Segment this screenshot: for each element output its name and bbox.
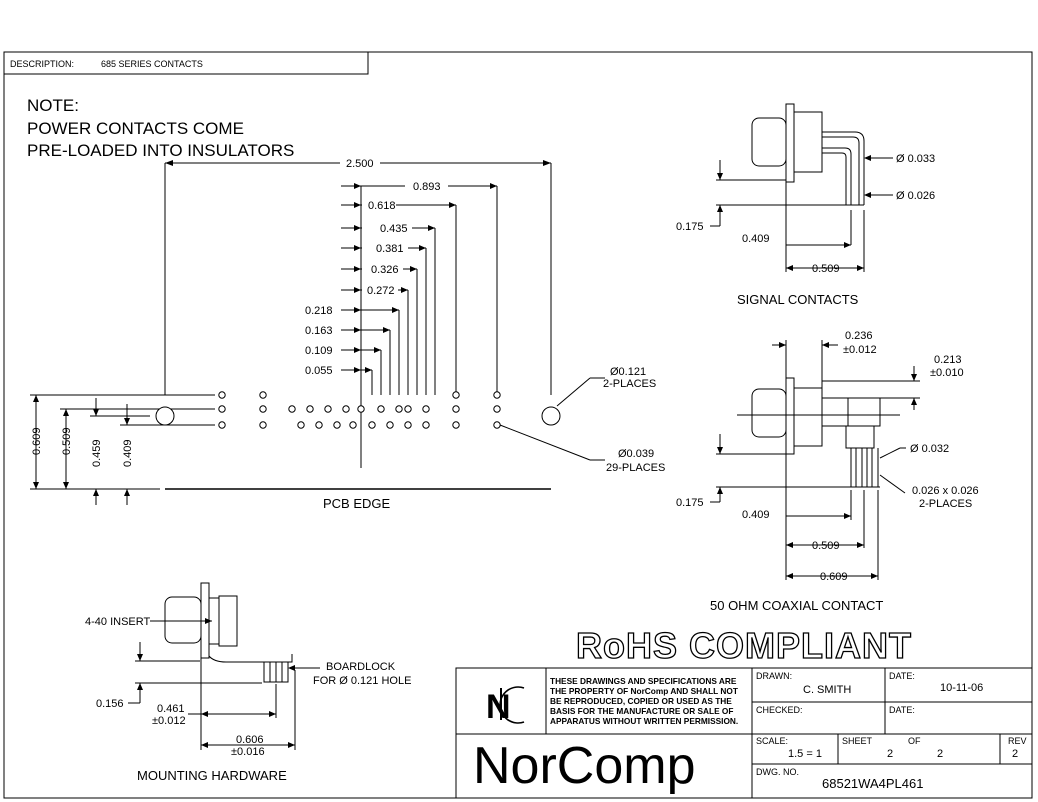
coax-dim-0213: 0.213	[934, 354, 962, 366]
signal-dim-0175: 0.175	[676, 221, 704, 233]
hardware-dim-0606-tol: ±0.016	[231, 746, 265, 758]
dim-0609-pcb: 0.609	[31, 427, 43, 455]
dim-0459-pcb: 0.459	[91, 439, 103, 467]
coax-dim-0236: 0.236	[845, 330, 873, 342]
dim-0893: 0.893	[413, 181, 441, 193]
signal-dia-033: Ø 0.033	[896, 153, 935, 165]
pcb-layout: 2.500 0.893 0.618 0.435 0.381 0.326 0.27…	[30, 158, 665, 511]
signal-contacts-title: SIGNAL CONTACTS	[737, 292, 859, 307]
signal-dim-0509: 0.509	[812, 263, 840, 275]
coax-dim-0409: 0.409	[742, 509, 770, 521]
coax-pin-size: 0.026 x 0.026	[912, 485, 979, 497]
mounting-hardware-view: 4-40 INSERT BOARDLOCK FOR Ø 0.121 HOLE 0…	[85, 582, 411, 783]
description-value: 685 SERIES CONTACTS	[101, 59, 203, 69]
hardware-dim-0606: 0.606	[236, 734, 264, 746]
signal-dim-0409: 0.409	[742, 233, 770, 245]
dwg-no-value: 68521WA4PL461	[822, 776, 923, 791]
dim-0435: 0.435	[380, 223, 408, 235]
coax-contact-view: 0.236 ±0.012 0.213 ±0.010 Ø 0.032 0.026 …	[676, 330, 979, 613]
drawn-label: DRAWN:	[756, 671, 792, 681]
coax-pin-places: 2-PLACES	[919, 498, 972, 510]
coax-dim-0236-tol: ±0.012	[843, 344, 877, 356]
insert-label: 4-40 INSERT	[85, 616, 150, 628]
pcb-edge-label: PCB EDGE	[323, 496, 391, 511]
small-hole-diameter: Ø0.039	[618, 448, 654, 460]
hardware-dim-0461: 0.461	[157, 703, 185, 715]
scale-label: SCALE:	[756, 736, 788, 746]
date-value: 10-11-06	[940, 682, 983, 694]
checked-date-label: DATE:	[889, 705, 915, 715]
large-hole-places: 2-PLACES	[603, 378, 656, 390]
dim-2500: 2.500	[346, 158, 374, 170]
notice-line-3: BE REPRODUCED, COPIED OR USED AS THE	[550, 696, 732, 706]
rohs-compliant-badge: RoHS COMPLIANT	[576, 625, 912, 666]
coax-contact-title: 50 OHM COAXIAL CONTACT	[710, 598, 883, 613]
mounting-hole-right	[541, 406, 561, 426]
note-line-2: PRE-LOADED INTO INSULATORS	[27, 141, 294, 160]
description-box	[3, 51, 369, 75]
coax-dim-0175: 0.175	[676, 497, 704, 509]
dim-0409-pcb: 0.409	[122, 439, 134, 467]
coax-dim-0609: 0.609	[820, 571, 848, 583]
logo-letter-n: N	[486, 688, 511, 726]
dim-0163: 0.163	[305, 325, 333, 337]
boardlock-label-1: BOARDLOCK	[326, 661, 396, 673]
dim-0218: 0.218	[305, 305, 333, 317]
norcomp-logo: N	[486, 686, 525, 726]
note-heading: NOTE:	[27, 96, 79, 115]
coax-dim-0509: 0.509	[812, 540, 840, 552]
dim-0272: 0.272	[367, 285, 395, 297]
coax-dia-032: Ø 0.032	[910, 443, 949, 455]
boardlock-label-2: FOR Ø 0.121 HOLE	[313, 675, 411, 687]
coax-dim-0213-tol: ±0.010	[930, 367, 964, 379]
notice-line-1: THESE DRAWINGS AND SPECIFICATIONS ARE	[550, 676, 737, 686]
of-value: 2	[937, 748, 943, 760]
dim-0109: 0.109	[305, 345, 333, 357]
dim-0509-pcb: 0.509	[61, 427, 73, 455]
hardware-dim-0156: 0.156	[96, 698, 124, 710]
signal-contacts-view: Ø 0.033 Ø 0.026 0.175 0.409 0.509 SIGNAL…	[676, 103, 935, 307]
hardware-dim-0461-tol: ±0.012	[152, 715, 186, 727]
date-label: DATE:	[889, 671, 915, 681]
drawn-value: C. SMITH	[803, 684, 851, 696]
description-label: DESCRIPTION:	[10, 59, 74, 69]
dim-0381: 0.381	[376, 243, 404, 255]
dwg-no-label: DWG. NO.	[756, 767, 799, 777]
sheet-value: 2	[887, 748, 893, 760]
scale-value: 1.5 = 1	[788, 748, 822, 760]
signal-dia-026: Ø 0.026	[896, 190, 935, 202]
brand-name: NorComp	[473, 737, 696, 795]
mounting-hole-left	[155, 406, 175, 426]
contact-holes	[218, 391, 501, 429]
notice-line-5: APPARATUS WITHOUT WRITTEN PERMISSION.	[550, 716, 738, 726]
notice-line-2: THE PROPERTY OF NorComp AND SHALL NOT	[550, 686, 738, 696]
dim-0326: 0.326	[371, 264, 399, 276]
mounting-hardware-title: MOUNTING HARDWARE	[137, 768, 287, 783]
sheet-label: SHEET	[842, 736, 873, 746]
of-label: OF	[908, 736, 921, 746]
checked-label: CHECKED:	[756, 705, 803, 715]
notice-line-4: BASIS FOR THE MANUFACTURE OR SALE OF	[550, 706, 733, 716]
dim-0618: 0.618	[368, 200, 396, 212]
dim-0055: 0.055	[305, 365, 333, 377]
title-block: N THESE DRAWINGS AND SPECIFICATIONS ARE …	[455, 667, 1033, 799]
small-hole-places: 29-PLACES	[606, 462, 665, 474]
note-line-1: POWER CONTACTS COME	[27, 119, 244, 138]
large-hole-diameter: Ø0.121	[610, 366, 646, 378]
rev-label: REV	[1008, 736, 1027, 746]
rev-value: 2	[1012, 748, 1018, 760]
